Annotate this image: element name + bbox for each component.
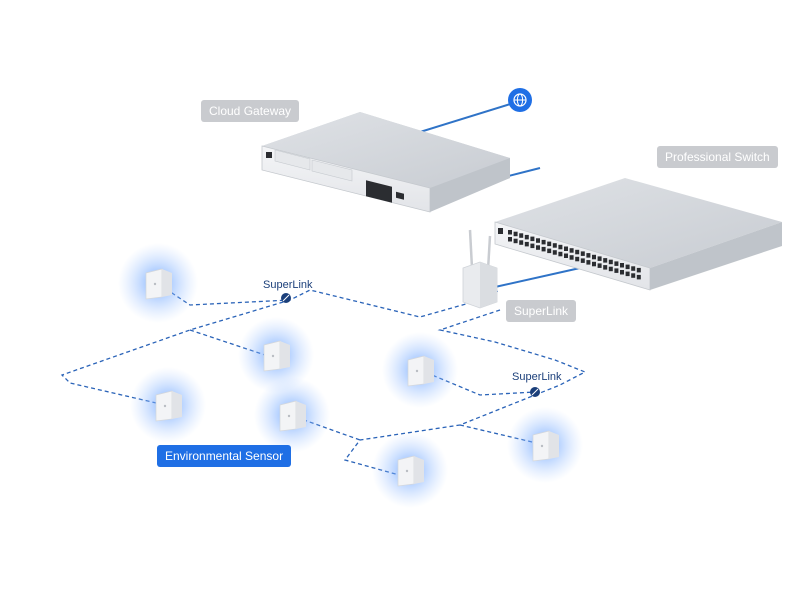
switch-port [586,253,591,258]
switch-port [558,244,563,250]
cloud-gateway-device [261,112,510,213]
sensor-device [532,430,559,462]
switch-port [547,248,552,254]
switch-port [614,268,619,273]
switch-port [524,241,529,247]
switch-port [592,254,596,260]
switch-port [547,241,552,247]
cloud-gateway-label: Cloud Gateway [201,100,300,122]
sensor-device [155,390,182,422]
sensor-device [145,268,172,300]
switch-port [552,250,557,255]
switch-port [524,234,529,240]
sensor-device [279,400,306,432]
switch-port [597,263,602,268]
superlink-link-label: SuperLink [512,371,562,383]
switch-port [580,251,585,256]
switch-port [519,240,524,245]
switch-port [569,248,574,253]
superlink-device [462,229,498,309]
switch-port [564,246,568,251]
switch-port [530,236,535,242]
superlink-link-label: SuperLink [263,279,313,291]
switch-port [552,243,557,248]
superlink-device-label: SuperLink [506,300,577,322]
switch-port [636,274,641,280]
switch-port [636,267,641,273]
switch-port [603,258,608,263]
switch-port [530,243,535,249]
switch-port [513,231,518,237]
switch-port [608,266,613,272]
switch-port [580,258,585,263]
switch-port [603,265,608,270]
switch-port [592,261,596,267]
switch-port [541,239,546,245]
superlink-marker-icon [281,293,291,303]
switch-port [597,256,602,261]
switch-port [614,261,619,266]
switch-port [575,256,580,262]
professional-switch-label: Professional Switch [657,146,778,168]
switch-port [620,263,624,268]
switch-port [536,238,540,243]
switch-port [625,271,630,277]
switch-port [620,270,624,275]
sensor-device [263,340,290,372]
switch-port [513,238,518,244]
switch-port [575,249,580,255]
professional-switch-device [494,178,782,291]
sensor-device [407,355,434,387]
switch-port [508,230,512,235]
switch-port [608,259,613,265]
switch-port [541,246,546,252]
switch-port [631,273,636,278]
switch-port [519,233,524,238]
switch-port [569,255,574,260]
environmental-sensors [145,268,559,487]
switch-port [631,266,636,271]
switch-port [625,264,630,270]
superlink-marker-icon [530,387,540,397]
sensor-device [397,455,424,487]
switch-port [586,260,591,265]
environmental-sensor-label: Environmental Sensor [157,445,292,467]
switch-port [536,245,540,250]
switch-port [558,251,563,257]
switch-port [508,237,512,242]
globe-icon [508,88,532,112]
switch-port [564,253,568,258]
